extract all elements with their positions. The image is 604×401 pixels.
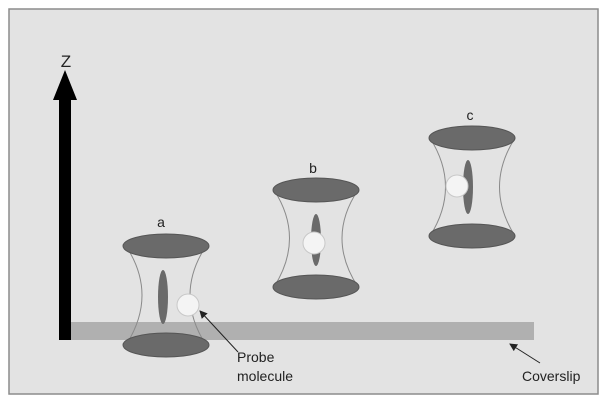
coverslip-annotation: Coverslip bbox=[509, 343, 581, 384]
volume-b: b bbox=[272, 160, 360, 300]
volume-bottom-ellipse bbox=[272, 274, 360, 300]
probe-annotation-arrow bbox=[199, 310, 239, 353]
volume-a: a bbox=[122, 214, 210, 358]
volume-outline-left bbox=[273, 189, 290, 288]
volume-outline-left bbox=[429, 137, 446, 237]
volume-top-ellipse bbox=[428, 125, 516, 151]
volume-center-ellipse bbox=[158, 270, 168, 324]
z-axis-arrowhead bbox=[53, 70, 77, 100]
z-axis-label: Z bbox=[61, 52, 71, 71]
coverslip-label: Coverslip bbox=[522, 368, 581, 384]
volume-top-ellipse bbox=[122, 233, 210, 259]
volume-outline-right bbox=[341, 189, 359, 288]
z-axis: Z bbox=[53, 52, 77, 340]
probe-label-line1: Probe bbox=[237, 349, 275, 365]
volume-bottom-ellipse bbox=[428, 223, 516, 249]
volume-label-b: b bbox=[309, 160, 317, 176]
volume-label-a: a bbox=[157, 214, 165, 230]
probe-label-line2: molecule bbox=[237, 368, 293, 384]
volume-label-c: c bbox=[467, 107, 474, 123]
volume-c: c bbox=[428, 107, 516, 249]
coverslip-annotation-arrow bbox=[509, 343, 541, 364]
volume-outline-left bbox=[125, 245, 143, 346]
volume-outline-right bbox=[499, 137, 516, 237]
volume-top-ellipse bbox=[272, 177, 360, 203]
volume-bottom-ellipse bbox=[122, 332, 210, 358]
probe-molecule bbox=[445, 174, 469, 198]
probe-annotation: Probe molecule bbox=[199, 310, 293, 384]
probe-molecule bbox=[302, 231, 326, 255]
z-axis-shaft bbox=[59, 96, 71, 340]
probe-molecule bbox=[176, 293, 200, 317]
